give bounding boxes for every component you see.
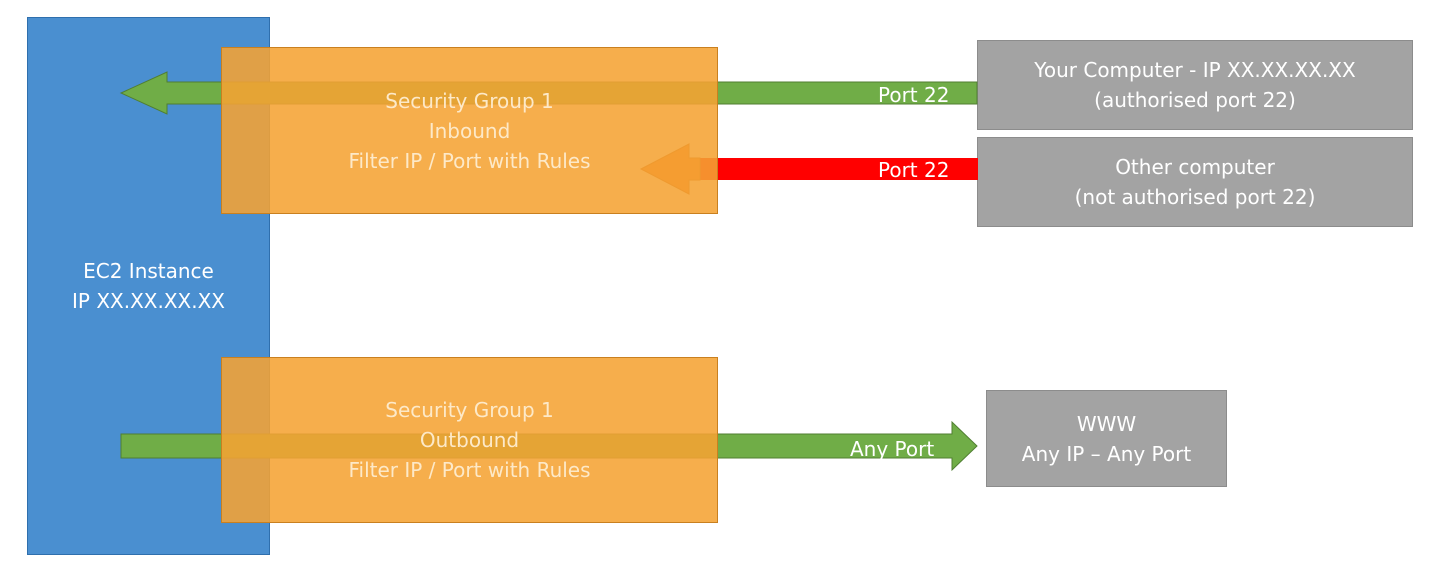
inbound-rule-text: Filter IP / Port with Rules bbox=[348, 148, 591, 173]
www-title: WWW bbox=[1076, 411, 1137, 436]
www-scope: Any IP – Any Port bbox=[1021, 441, 1192, 466]
outbound-rule-text: Filter IP / Port with Rules bbox=[348, 458, 591, 482]
www-box: WWW Any IP – Any Port bbox=[986, 390, 1227, 487]
inbound-allowed-port-label: Port 22 bbox=[878, 83, 950, 107]
your-computer-status: (authorised port 22) bbox=[1094, 88, 1296, 112]
outbound-direction: Outbound bbox=[419, 428, 520, 452]
inbound-group-name: Security Group 1 bbox=[385, 88, 554, 113]
inbound-blocked-line bbox=[688, 158, 978, 180]
other-computer-status: (not authorised port 22) bbox=[1074, 185, 1316, 209]
other-computer-title: Other computer bbox=[1115, 155, 1275, 179]
ec2-ip: IP XX.XX.XX.XX bbox=[72, 289, 225, 313]
outbound-port-label: Any Port bbox=[850, 437, 935, 461]
other-computer-box: Other computer (not authorised port 22) bbox=[977, 137, 1413, 227]
inbound-blocked-port-label: Port 22 bbox=[878, 158, 950, 182]
outbound-group-name: Security Group 1 bbox=[385, 398, 554, 422]
inbound-security-group: Security Group 1 Inbound Filter IP / Por… bbox=[221, 47, 718, 214]
outbound-security-group: Security Group 1 Outbound Filter IP / Po… bbox=[221, 357, 718, 523]
ec2-title: EC2 Instance bbox=[83, 259, 214, 283]
inbound-direction: Inbound bbox=[428, 118, 511, 143]
your-computer-title: Your Computer - IP XX.XX.XX.XX bbox=[1034, 58, 1356, 82]
your-computer-box: Your Computer - IP XX.XX.XX.XX (authoris… bbox=[977, 40, 1413, 130]
